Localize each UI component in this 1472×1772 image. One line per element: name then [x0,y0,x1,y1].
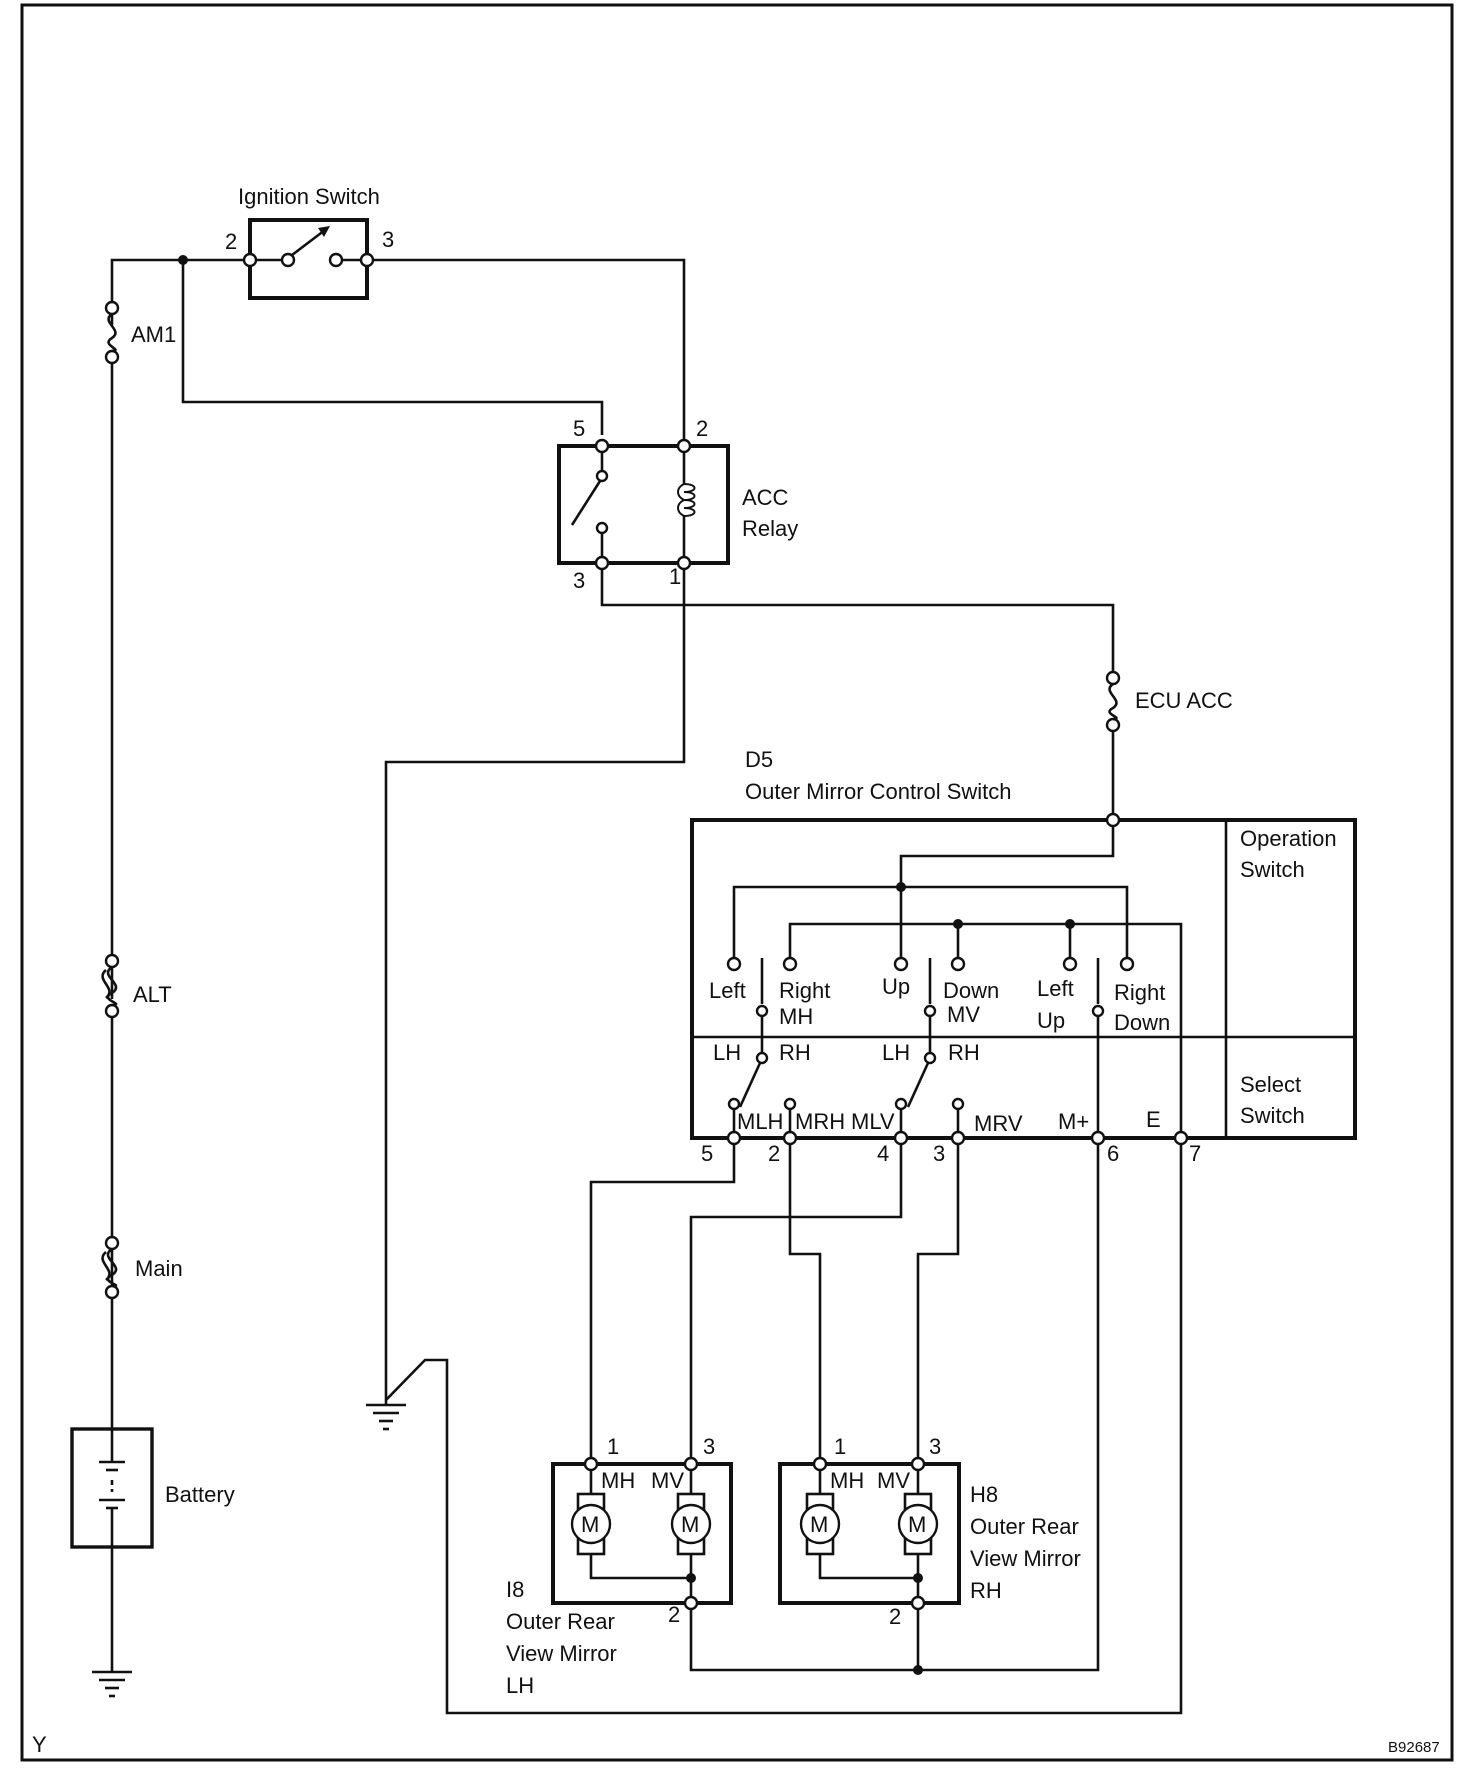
d5-pin-4: 4 [877,1141,889,1166]
contact-label-up: Up [882,974,910,999]
d5-code: D5 [745,747,773,772]
d5-pin-3: 3 [933,1141,945,1166]
fuse-alt [101,953,120,1019]
i8-pin-2: 2 [668,1602,680,1627]
battery-feed-wire [110,258,604,1443]
i8-name-2: View Mirror [506,1641,617,1666]
i8-pin-1: 1 [607,1434,619,1459]
h8-pin-2: 2 [889,1604,901,1629]
fuse-main-label: Main [135,1256,183,1281]
fuse-ecu-acc-label: ECU ACC [1135,688,1233,713]
fuse-am1 [104,300,120,365]
contact-label-mh: MH [779,1004,813,1029]
contact-label-down: Down [943,978,999,1003]
terminal-mplus: M+ [1058,1109,1089,1134]
h8-name-2: View Mirror [970,1546,1081,1571]
acc-relay-pin-5: 5 [573,416,585,441]
i8-motor-mv: M [681,1512,699,1537]
contact-label-right-2: Right [1114,980,1165,1005]
d5-internal-wiring [726,812,1189,1146]
select-switch-label-1: Select [1240,1072,1301,1097]
i8-mirror-lh [551,1456,733,1611]
d5-pin-2: 2 [768,1141,780,1166]
contact-label-up-2: Up [1037,1008,1065,1033]
i8-label-mv: MV [651,1468,684,1493]
contact-label-rh-1: RH [779,1040,811,1065]
select-switch-label-2: Switch [1240,1103,1305,1128]
contact-label-lh-1: LH [713,1040,741,1065]
i8-name-3: LH [506,1673,534,1698]
d5-pin-7: 7 [1189,1141,1201,1166]
wire-relay-to-ecu-acc [600,569,1115,672]
acc-relay-label-1: ACC [742,485,789,510]
battery-label: Battery [165,1482,235,1507]
wire-relay-to-ground [384,569,686,1405]
acc-relay-pin-2: 2 [696,416,708,441]
h8-label-mv: MV [877,1468,910,1493]
ignition-pin-2: 2 [225,229,237,254]
d5-outer-box [690,818,1357,1140]
contact-label-right: Right [779,978,830,1003]
diagram-frame [20,3,1454,1762]
ignition-switch [242,218,375,300]
i8-pin-3: 3 [703,1434,715,1459]
wire-ign-to-relay [373,258,686,440]
battery-symbol [70,1427,154,1549]
h8-mirror-rh [778,1456,961,1611]
operation-switch-label-2: Switch [1240,857,1305,882]
d5-name: Outer Mirror Control Switch [745,779,1012,804]
h8-motor-mv: M [908,1512,926,1537]
acc-relay [557,438,730,571]
acc-relay-pin-1: 1 [669,564,681,589]
terminal-mlv: MLV [851,1109,895,1134]
footer-left: Y [32,1732,47,1757]
footer-right: B92687 [1388,1739,1440,1756]
terminal-e: E [1146,1107,1161,1132]
contact-label-mv: MV [947,1002,980,1027]
contact-label-down-2: Down [1114,1010,1170,1035]
ground-symbol-relay [366,1403,406,1431]
i8-motor-mh: M [581,1512,599,1537]
fuse-alt-label: ALT [133,982,172,1007]
fuse-am1-label: AM1 [131,322,176,347]
ground-symbol-battery [92,1547,132,1698]
h8-name-1: Outer Rear [970,1514,1079,1539]
h8-pin-1: 1 [834,1434,846,1459]
contact-label-lh-2: LH [882,1040,910,1065]
mirror-harness-wires [385,1144,1183,1715]
h8-code: H8 [970,1482,998,1507]
acc-relay-pin-3: 3 [573,568,585,593]
acc-relay-label-2: Relay [742,516,798,541]
h8-name-3: RH [970,1578,1002,1603]
i8-label-mh: MH [601,1468,635,1493]
ignition-switch-title: Ignition Switch [238,184,380,209]
h8-pin-3: 3 [929,1434,941,1459]
terminal-mrh: MRH [795,1109,845,1134]
junction-dot [178,255,188,265]
h8-label-mh: MH [830,1468,864,1493]
fuse-main [101,1235,120,1300]
ignition-pin-3: 3 [382,227,394,252]
terminal-mrv: MRV [974,1111,1023,1136]
contact-label-left-2: Left [1037,976,1074,1001]
contact-label-rh-2: RH [948,1040,980,1065]
terminal-mlh: MLH [737,1109,783,1134]
d5-pin-6: 6 [1107,1141,1119,1166]
d5-pin-5: 5 [701,1141,713,1166]
contact-label-left: Left [709,978,746,1003]
h8-motor-mh: M [810,1512,828,1537]
i8-code: I8 [506,1577,524,1602]
fuse-ecu-acc [1105,670,1121,733]
operation-switch-label-1: Operation [1240,826,1337,851]
i8-name-1: Outer Rear [506,1609,615,1634]
